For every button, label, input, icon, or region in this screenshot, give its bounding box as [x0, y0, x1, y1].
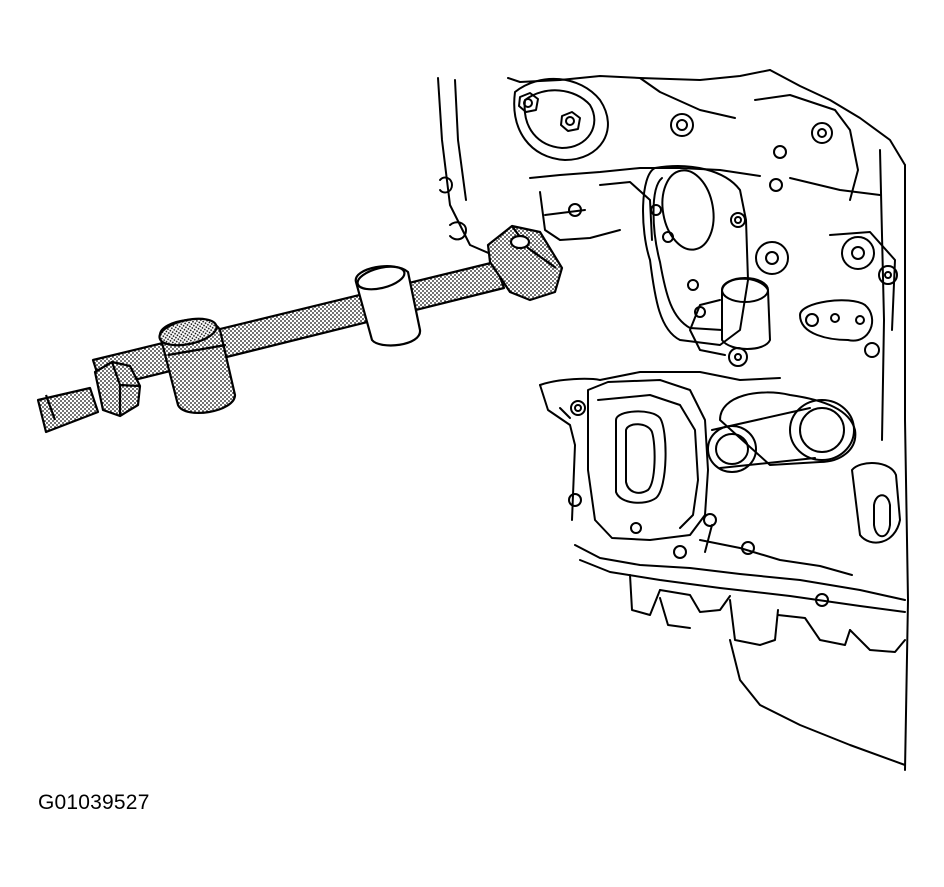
- installer-tool: [36, 224, 564, 434]
- figure-id-label: G01039527: [38, 791, 150, 814]
- engine-block: [437, 69, 909, 771]
